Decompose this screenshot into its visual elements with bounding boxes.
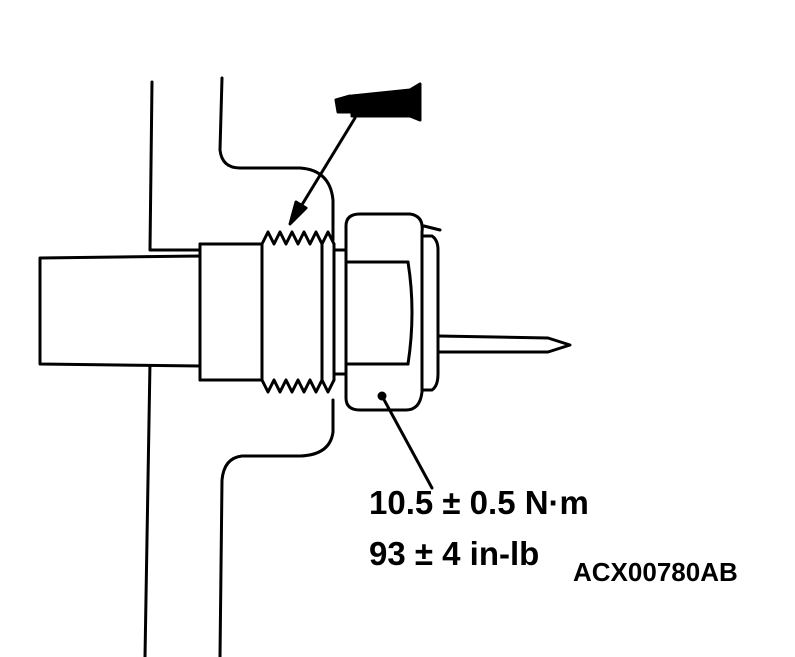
washer [420, 224, 442, 392]
hex-nut [344, 212, 424, 412]
housing-wall-left [143, 80, 202, 657]
torque-spec-nm: 10.5 ± 0.5 N·m [369, 484, 589, 521]
figure-code: ACX00780AB [573, 557, 738, 587]
thread-section [260, 230, 348, 394]
sealant-leader-arrow [288, 116, 357, 226]
sensor-body [38, 242, 264, 382]
torque-leader-line [377, 391, 434, 490]
probe-tip [436, 334, 572, 354]
sealant-tube-icon [334, 82, 422, 122]
housing-wall-right [218, 76, 335, 657]
torque-spec-inlb: 93 ± 4 in-lb [369, 535, 540, 572]
